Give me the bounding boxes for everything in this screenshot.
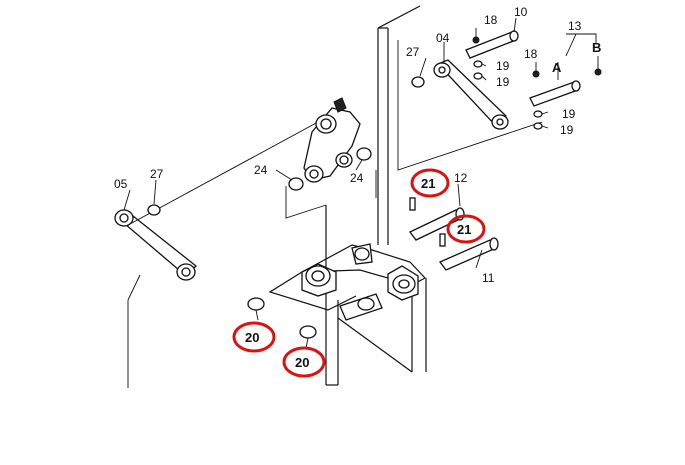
label-13: 13 bbox=[568, 19, 582, 33]
dowel-21-a bbox=[409, 197, 416, 211]
label-b: B bbox=[592, 40, 601, 55]
label-27-left: 27 bbox=[150, 167, 164, 181]
ring-24-left bbox=[288, 177, 304, 191]
label-10: 10 bbox=[514, 5, 528, 19]
leader-lines bbox=[123, 17, 597, 349]
dowel-21-b bbox=[439, 233, 446, 247]
label-19-b: 19 bbox=[496, 75, 510, 89]
label-18-right: 18 bbox=[524, 47, 538, 61]
label-27-top: 27 bbox=[406, 45, 420, 59]
boom-frame bbox=[127, 5, 543, 388]
label-20-a: 20 bbox=[245, 330, 259, 345]
ring-20-right bbox=[299, 325, 317, 339]
pin-12 bbox=[409, 207, 465, 241]
ring-24-right bbox=[356, 147, 372, 161]
label-12: 12 bbox=[454, 171, 468, 185]
label-24-right: 24 bbox=[350, 171, 364, 185]
label-19-a: 19 bbox=[496, 59, 510, 73]
pin-10 bbox=[465, 28, 519, 80]
ring-20-left bbox=[247, 297, 265, 311]
label-20-b: 20 bbox=[295, 355, 309, 370]
label-19-d: 19 bbox=[560, 123, 574, 137]
label-21-b: 21 bbox=[457, 222, 471, 237]
highlight-circle-21-b bbox=[446, 214, 486, 244]
highlight-circle-20-a bbox=[232, 321, 276, 353]
lower-bracket bbox=[301, 243, 419, 321]
label-05: 05 bbox=[114, 177, 128, 191]
washer-27-right bbox=[411, 76, 425, 88]
label-19-c: 19 bbox=[562, 107, 576, 121]
label-24-left: 24 bbox=[254, 163, 268, 177]
label-21-a: 21 bbox=[421, 176, 435, 191]
link-04 bbox=[433, 59, 509, 130]
label-18-top: 18 bbox=[484, 13, 498, 27]
label-04: 04 bbox=[436, 31, 450, 45]
washer-27-left bbox=[147, 204, 161, 216]
label-a: A bbox=[552, 60, 562, 75]
highlight-circle-20-b bbox=[282, 346, 326, 378]
bellcrank-assembly bbox=[303, 97, 361, 183]
label-11: 11 bbox=[482, 271, 495, 285]
highlight-circle-21-a bbox=[410, 168, 450, 198]
pin-11 bbox=[438, 237, 499, 271]
link-rod-05 bbox=[114, 121, 319, 281]
